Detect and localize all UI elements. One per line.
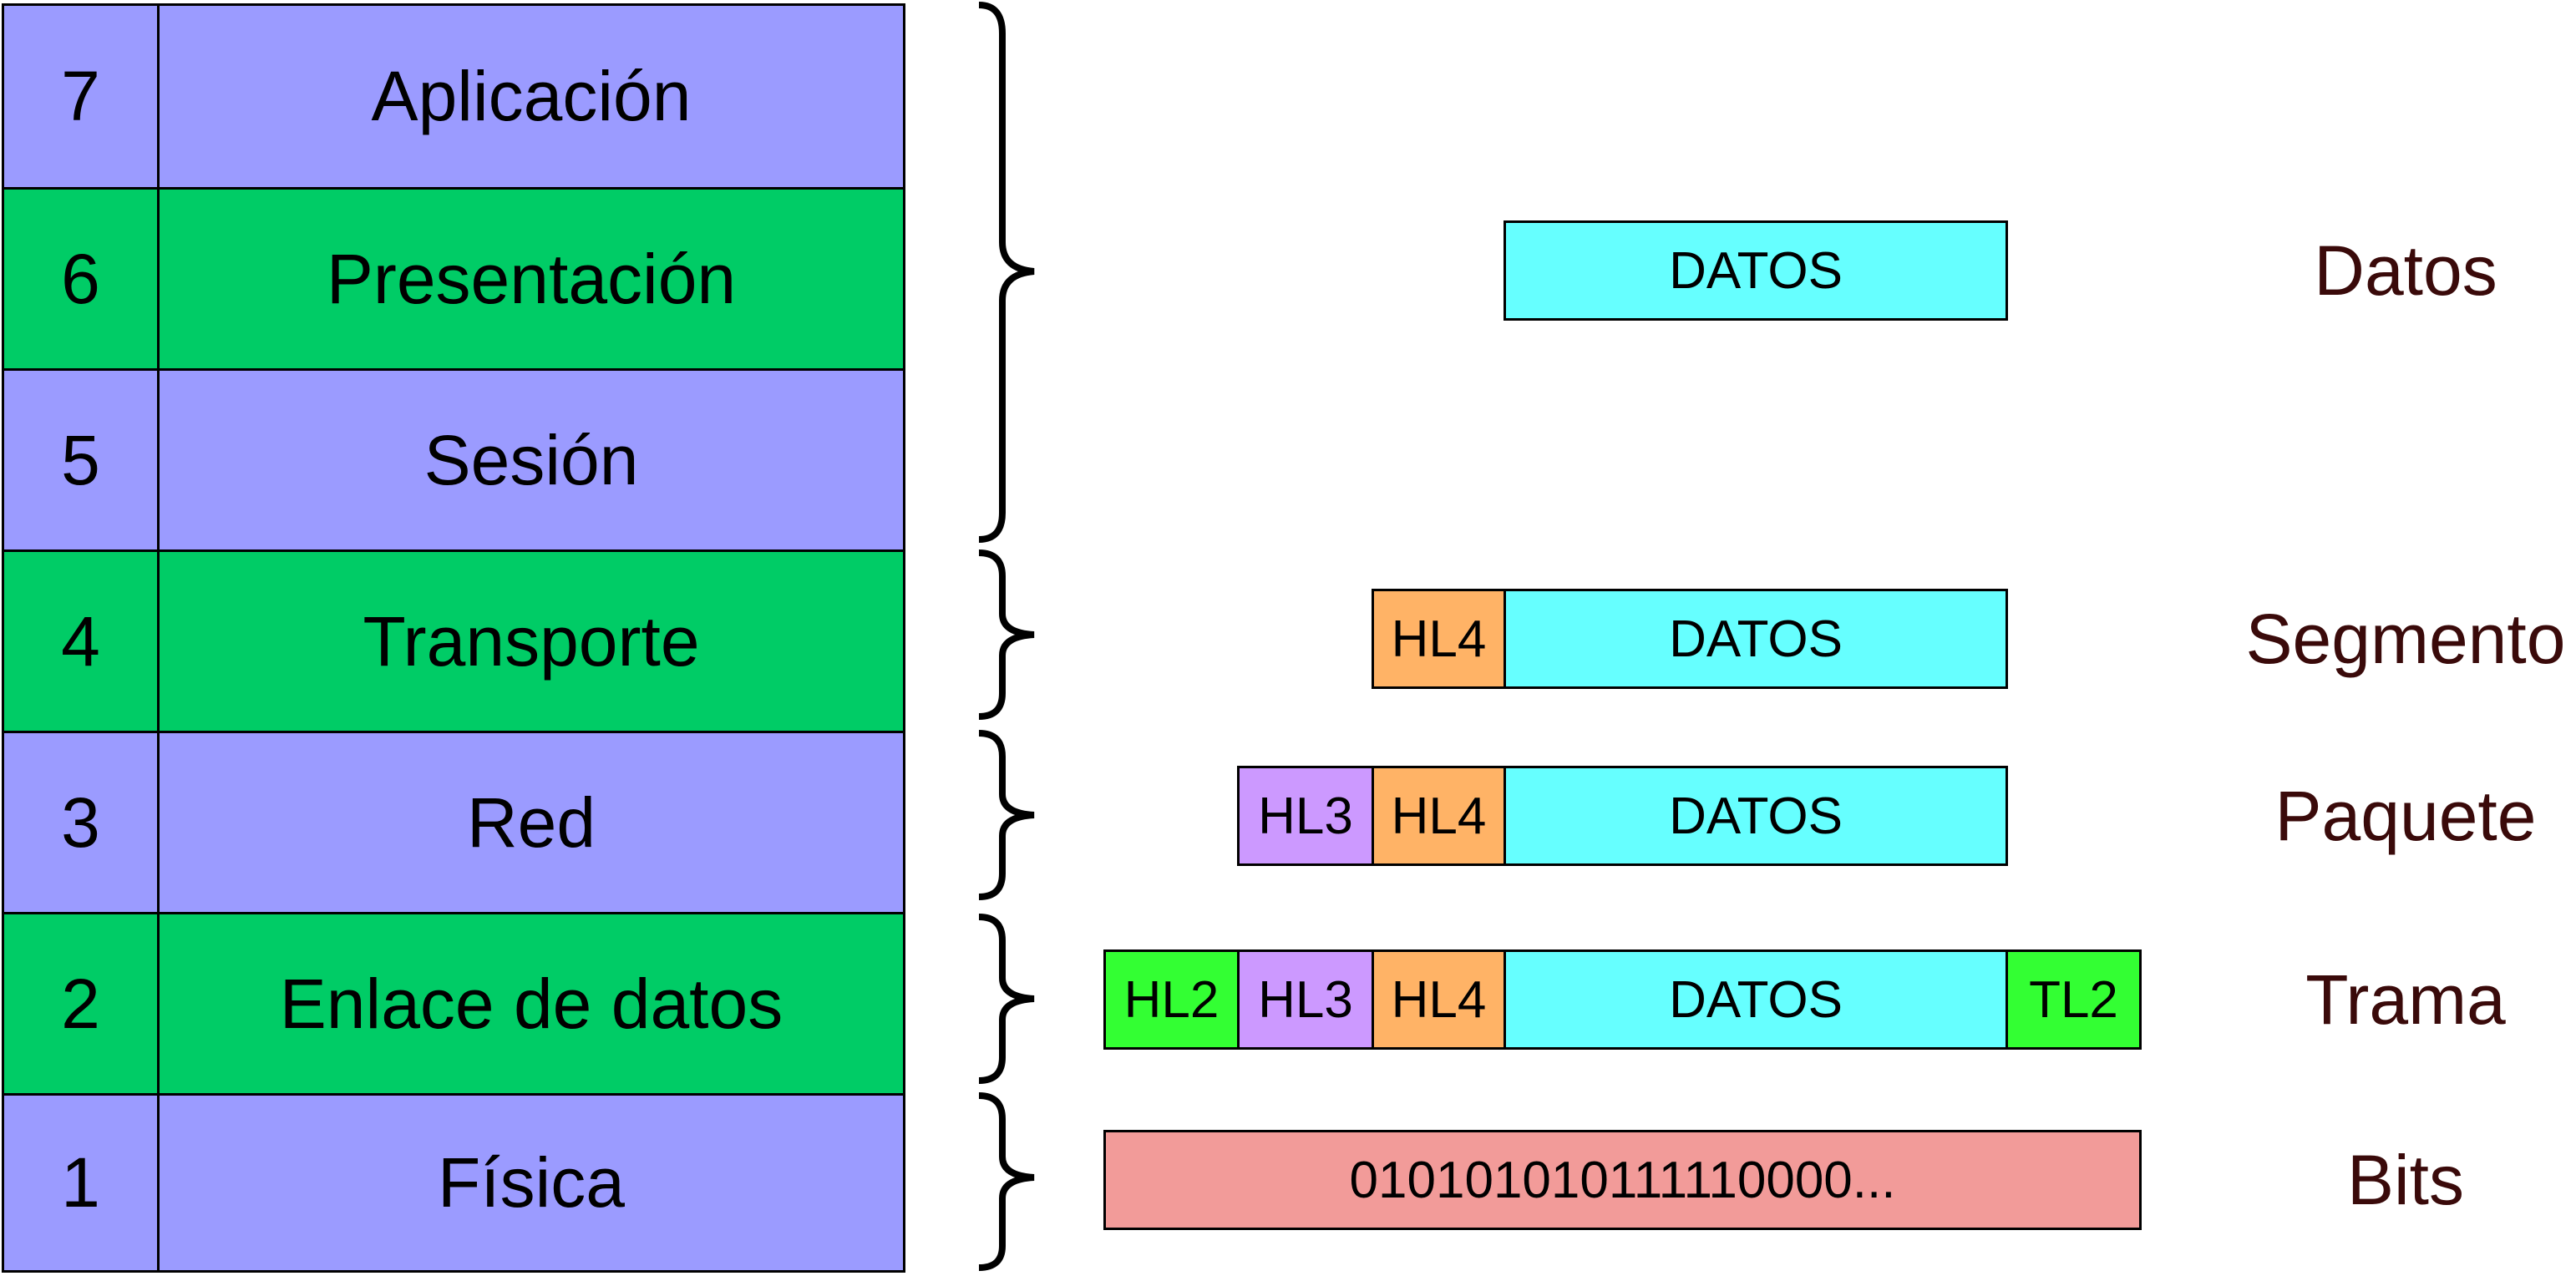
- pdu-label-datos: Datos: [2314, 230, 2497, 310]
- datos-field: DATOS: [1504, 949, 2008, 1050]
- pdu-label-paquete: Paquete: [2274, 776, 2537, 855]
- layer-row-5: 5 Sesión: [4, 368, 903, 549]
- brace-layer-1: [978, 1092, 1035, 1271]
- layer-name: Sesión: [423, 420, 639, 499]
- osi-layer-table: 7 Aplicación 6 Presentación 5 Sesión 4 T…: [2, 3, 905, 1273]
- brace-layer-2: [978, 914, 1035, 1084]
- hl3-header: HL3: [1237, 949, 1374, 1050]
- layer-name: Transporte: [363, 601, 700, 681]
- hl3-header: HL3: [1237, 766, 1374, 866]
- pdu-label-segmento: Segmento: [2245, 599, 2566, 678]
- layer-number: 5: [4, 371, 160, 549]
- datos-field: DATOS: [1504, 220, 2008, 321]
- hl4-header: HL4: [1372, 589, 1506, 689]
- layer-number: 4: [4, 552, 160, 731]
- layer-name: Red: [466, 782, 596, 862]
- bits-field: 010101010111110000...: [1103, 1130, 2142, 1230]
- layer-row-7: 7 Aplicación: [4, 6, 903, 187]
- tl2-trailer: TL2: [2006, 949, 2142, 1050]
- pdu-label-bits: Bits: [2346, 1140, 2465, 1219]
- layer-name: Física: [437, 1143, 626, 1222]
- layer-row-2: 2 Enlace de datos: [4, 912, 903, 1093]
- layer-row-3: 3 Red: [4, 731, 903, 912]
- layer-name: Enlace de datos: [279, 964, 783, 1043]
- datos-field: DATOS: [1504, 589, 2008, 689]
- brace-layer-3: [978, 730, 1035, 900]
- layer-row-1: 1 Física: [4, 1093, 903, 1270]
- pdu-label-trama: Trama: [2305, 960, 2506, 1039]
- layer-name: Aplicación: [371, 57, 692, 135]
- layer-number: 1: [4, 1096, 160, 1270]
- hl4-header: HL4: [1372, 766, 1506, 866]
- brace-layer-4: [978, 549, 1035, 720]
- layer-name: Presentación: [326, 239, 737, 318]
- layer-number: 7: [4, 6, 160, 187]
- layer-row-6: 6 Presentación: [4, 187, 903, 368]
- layer-number: 3: [4, 733, 160, 912]
- layer-row-4: 4 Transporte: [4, 549, 903, 731]
- hl4-header: HL4: [1372, 949, 1506, 1050]
- datos-field: DATOS: [1504, 766, 2008, 866]
- hl2-header: HL2: [1103, 949, 1240, 1050]
- layer-number: 6: [4, 190, 160, 368]
- layer-number: 2: [4, 914, 160, 1093]
- brace-layers-7-5: [978, 2, 1035, 543]
